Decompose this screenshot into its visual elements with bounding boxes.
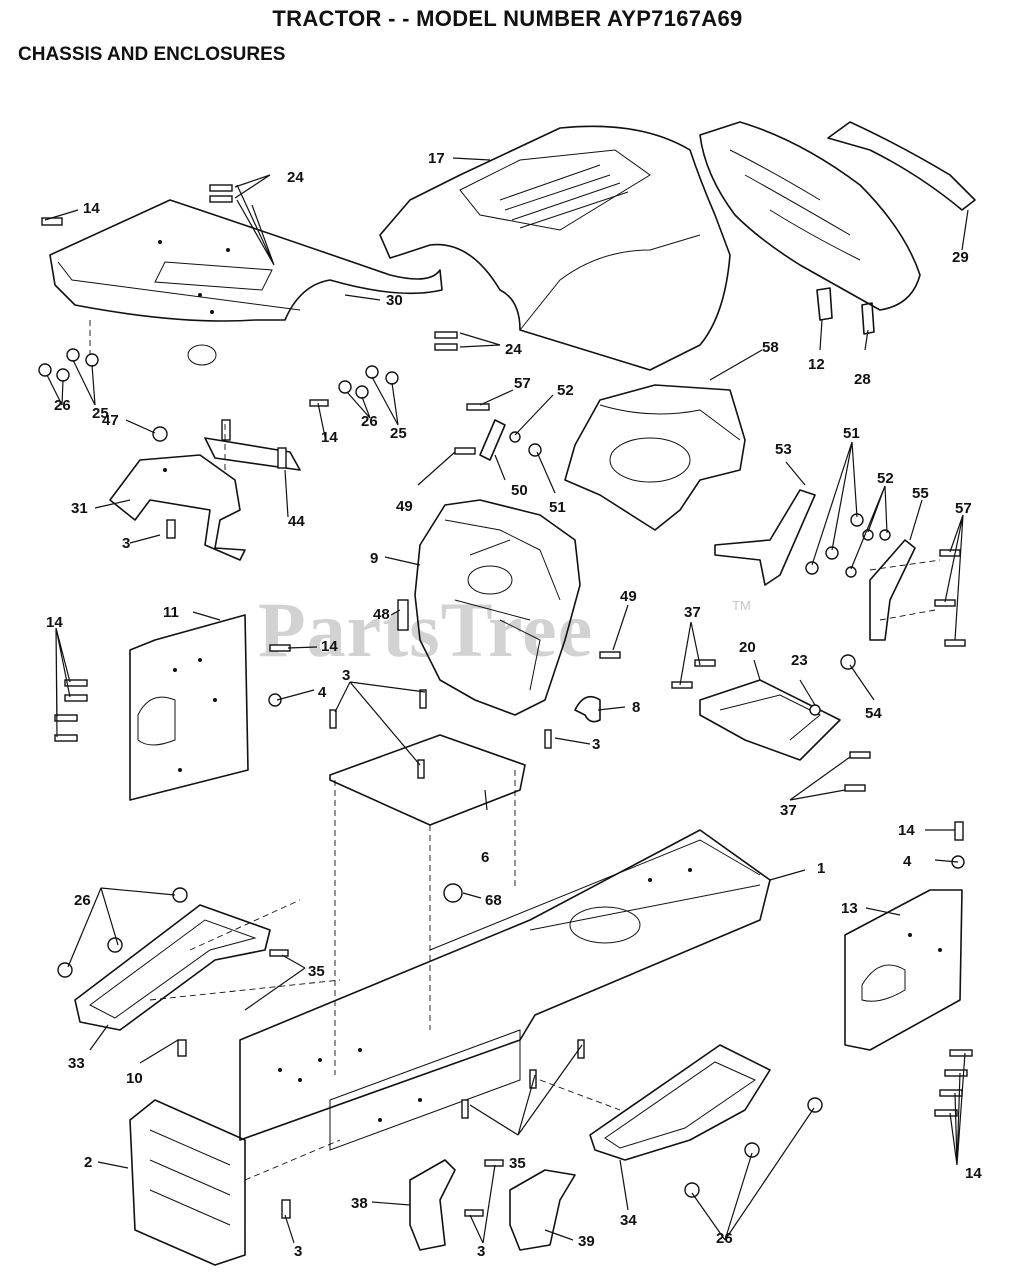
callout-3: 3 — [342, 667, 350, 684]
part-34-footrest — [589, 1044, 771, 1161]
callout-26: 26 — [361, 413, 378, 430]
part-31-bracket — [109, 454, 246, 561]
callout-4: 4 — [903, 853, 912, 870]
callout-14: 14 — [83, 200, 100, 217]
part-33-footrest — [74, 904, 271, 1031]
part-20-bracket-plate — [699, 679, 841, 761]
callout-26: 26 — [74, 892, 91, 909]
callout-9: 9 — [370, 550, 378, 567]
callout-68: 68 — [485, 892, 502, 909]
callout-51: 51 — [843, 425, 860, 442]
callout-53: 53 — [775, 441, 792, 458]
callout-13: 13 — [841, 900, 858, 917]
callout-52: 52 — [557, 382, 574, 399]
callout-24: 24 — [287, 169, 304, 186]
part-38-bracket — [409, 1159, 456, 1251]
callout-44: 44 — [288, 513, 305, 530]
callout-1: 1 — [817, 860, 825, 877]
callout-8: 8 — [632, 699, 640, 716]
callout-4: 4 — [318, 684, 327, 701]
callout-2: 2 — [84, 1154, 92, 1171]
callout-39: 39 — [578, 1233, 595, 1250]
part-39-bracket — [509, 1169, 576, 1251]
callout-3: 3 — [122, 535, 130, 552]
part-grille-nose — [699, 121, 976, 335]
callout-14: 14 — [46, 614, 63, 631]
callout-35: 35 — [308, 963, 325, 980]
part-6-floor-plate — [329, 734, 526, 826]
callout-labels: 1 2 3 3 3 3 3 4 4 6 8 9 10 11 12 13 14 1… — [46, 150, 982, 1260]
callout-54: 54 — [865, 705, 882, 722]
callout-3: 3 — [592, 736, 600, 753]
part-8-clip — [574, 695, 601, 723]
callout-52: 52 — [877, 470, 894, 487]
part-68-plug — [443, 883, 463, 903]
alignment-lines — [89, 320, 941, 1181]
part-2-front-plate — [129, 1099, 246, 1266]
callout-34: 34 — [620, 1212, 637, 1229]
callout-31: 31 — [71, 500, 88, 517]
callout-14: 14 — [321, 638, 338, 655]
callout-26: 26 — [716, 1230, 733, 1247]
part-55-bracket — [869, 539, 916, 641]
part-50-link — [479, 419, 506, 461]
callout-12: 12 — [808, 356, 825, 373]
callout-6: 6 — [481, 849, 489, 866]
callout-3: 3 — [294, 1243, 302, 1260]
callout-25: 25 — [92, 405, 109, 422]
callout-49: 49 — [620, 588, 637, 605]
part-13-side-panel — [844, 889, 963, 1051]
callout-50: 50 — [511, 482, 528, 499]
callout-55: 55 — [912, 485, 929, 502]
watermark-trademark: TM — [732, 598, 751, 613]
part-53-bracket — [714, 489, 816, 586]
callout-11: 11 — [163, 604, 179, 621]
part-11-side-panel — [129, 614, 249, 801]
callout-48: 48 — [373, 606, 390, 623]
page-title: TRACTOR - - MODEL NUMBER AYP7167A69 — [272, 6, 743, 31]
callout-37: 37 — [780, 802, 797, 819]
part-1-main-frame — [239, 829, 771, 1151]
callout-3: 3 — [477, 1243, 485, 1260]
callout-57: 57 — [514, 375, 531, 392]
callout-38: 38 — [351, 1195, 368, 1212]
callout-24: 24 — [505, 341, 522, 358]
callout-14: 14 — [965, 1165, 982, 1182]
part-58-lower-panel — [564, 384, 746, 531]
callout-49: 49 — [396, 498, 413, 515]
callout-14: 14 — [321, 429, 338, 446]
callout-51: 51 — [549, 499, 566, 516]
callout-58: 58 — [762, 339, 779, 356]
callout-29: 29 — [952, 249, 969, 266]
part-44-plate — [204, 419, 301, 471]
part-17-hood — [379, 125, 731, 371]
callout-10: 10 — [126, 1070, 143, 1087]
callout-25: 25 — [390, 425, 407, 442]
part-48-pin — [397, 599, 409, 631]
part-9-steering-pedestal — [414, 499, 581, 716]
callout-35: 35 — [509, 1155, 526, 1172]
callout-20: 20 — [739, 639, 756, 656]
part-47-nut — [152, 426, 168, 442]
callout-33: 33 — [68, 1055, 85, 1072]
hardware-nuts-washers — [38, 348, 965, 1198]
hardware-bolts — [41, 184, 973, 1219]
callout-47: 47 — [102, 412, 119, 429]
callout-30: 30 — [386, 292, 403, 309]
callout-37: 37 — [684, 604, 701, 621]
callout-14: 14 — [898, 822, 915, 839]
section-subtitle: CHASSIS AND ENCLOSURES — [18, 44, 286, 65]
callout-28: 28 — [854, 371, 871, 388]
callout-57: 57 — [955, 500, 972, 517]
callout-17: 17 — [428, 150, 445, 167]
callout-26: 26 — [54, 397, 71, 414]
part-30-dash-panel — [49, 199, 443, 366]
callout-23: 23 — [791, 652, 808, 669]
leader-lines — [44, 157, 969, 1244]
